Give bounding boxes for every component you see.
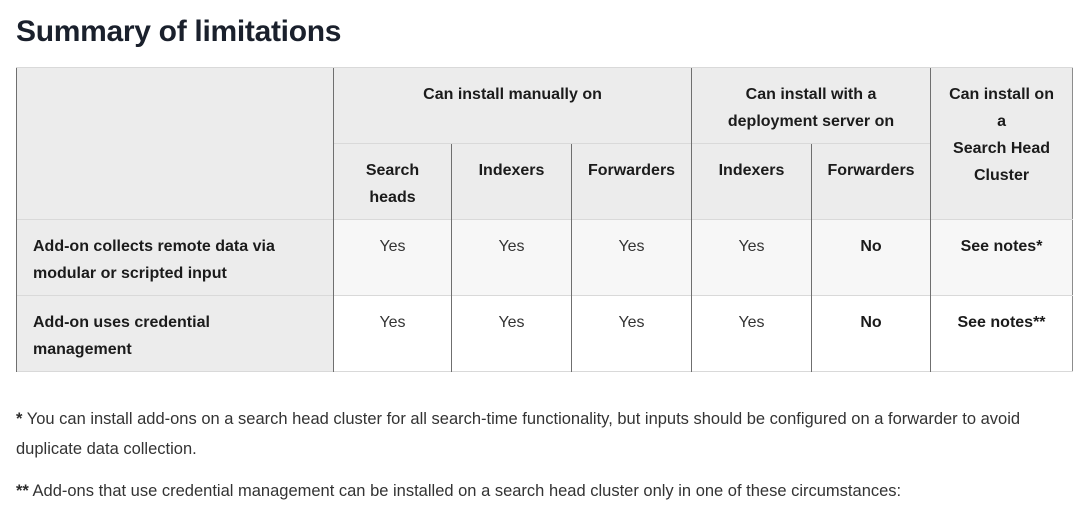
- cell-value: No: [811, 295, 931, 372]
- row-label-line: management: [33, 341, 132, 358]
- footnote-marker: *: [16, 410, 23, 428]
- col-group-deployment-server: Can install with a deployment server on: [691, 67, 931, 144]
- cell-value: Yes: [333, 219, 452, 296]
- column-header-forwarders-manual: Forwarders: [570, 143, 692, 220]
- cell-value: Yes: [570, 219, 692, 296]
- row-label-line: Add-on collects remote data via: [33, 238, 275, 255]
- table-row-credential-management: Add-on uses credential management Yes Ye…: [16, 295, 1073, 372]
- limitations-table: Can install manually on Can install with…: [16, 67, 1074, 372]
- table-row-modular-input: Add-on collects remote data via modular …: [16, 219, 1073, 296]
- header-line: deployment server on: [727, 113, 895, 130]
- page-title: Summary of limitations: [16, 15, 342, 48]
- footnote-text: Add-ons that use credential management c…: [32, 482, 902, 500]
- footnote-credential-management: ** Add-ons that use credential managemen…: [16, 476, 1073, 506]
- header-column-row: Search heads Indexers Forwarders Indexer…: [17, 143, 1073, 220]
- row-label: Add-on collects remote data via modular …: [16, 219, 334, 296]
- column-header-forwarders-deployment: Forwarders: [811, 143, 931, 220]
- cell-value: See notes**: [930, 295, 1073, 372]
- column-header-search-heads: Search heads: [333, 143, 452, 220]
- header-line: Can install with a: [745, 86, 877, 103]
- header-line: Can install on: [949, 86, 1054, 103]
- corner-cell: [16, 67, 334, 220]
- column-header-indexers-deployment: Indexers: [691, 143, 812, 220]
- cell-value: Yes: [333, 295, 452, 372]
- cell-value: Yes: [570, 295, 692, 372]
- row-label-line: Add-on uses credential: [33, 314, 210, 331]
- cell-value: Yes: [691, 295, 812, 372]
- footnote-marker: **: [16, 482, 29, 500]
- footnote-text: You can install add-ons on a search head…: [16, 410, 1021, 458]
- col-group-install-manually: Can install manually on: [332, 67, 692, 144]
- header-line: Search Head: [953, 140, 1050, 157]
- cell-value: Yes: [451, 295, 572, 372]
- header-line: Cluster: [973, 167, 1030, 184]
- col-group-search-head-cluster: Can install on a Search Head Cluster: [930, 67, 1073, 220]
- header-line: a: [997, 113, 1006, 130]
- column-header-indexers-manual: Indexers: [451, 143, 572, 220]
- cell-value: Yes: [451, 219, 572, 296]
- cell-value: No: [811, 219, 931, 296]
- cell-value: Yes: [691, 219, 812, 296]
- header-line: Can install manually on: [423, 86, 602, 103]
- footnote-search-head-cluster: * You can install add-ons on a search he…: [16, 404, 1073, 464]
- row-label-line: modular or scripted input: [33, 265, 227, 282]
- page: Summary of limitations Can install manua…: [0, 14, 1089, 506]
- row-label: Add-on uses credential management: [16, 295, 334, 372]
- cell-value: See notes*: [930, 219, 1073, 296]
- header-group-row: Can install manually on Can install with…: [16, 67, 1073, 220]
